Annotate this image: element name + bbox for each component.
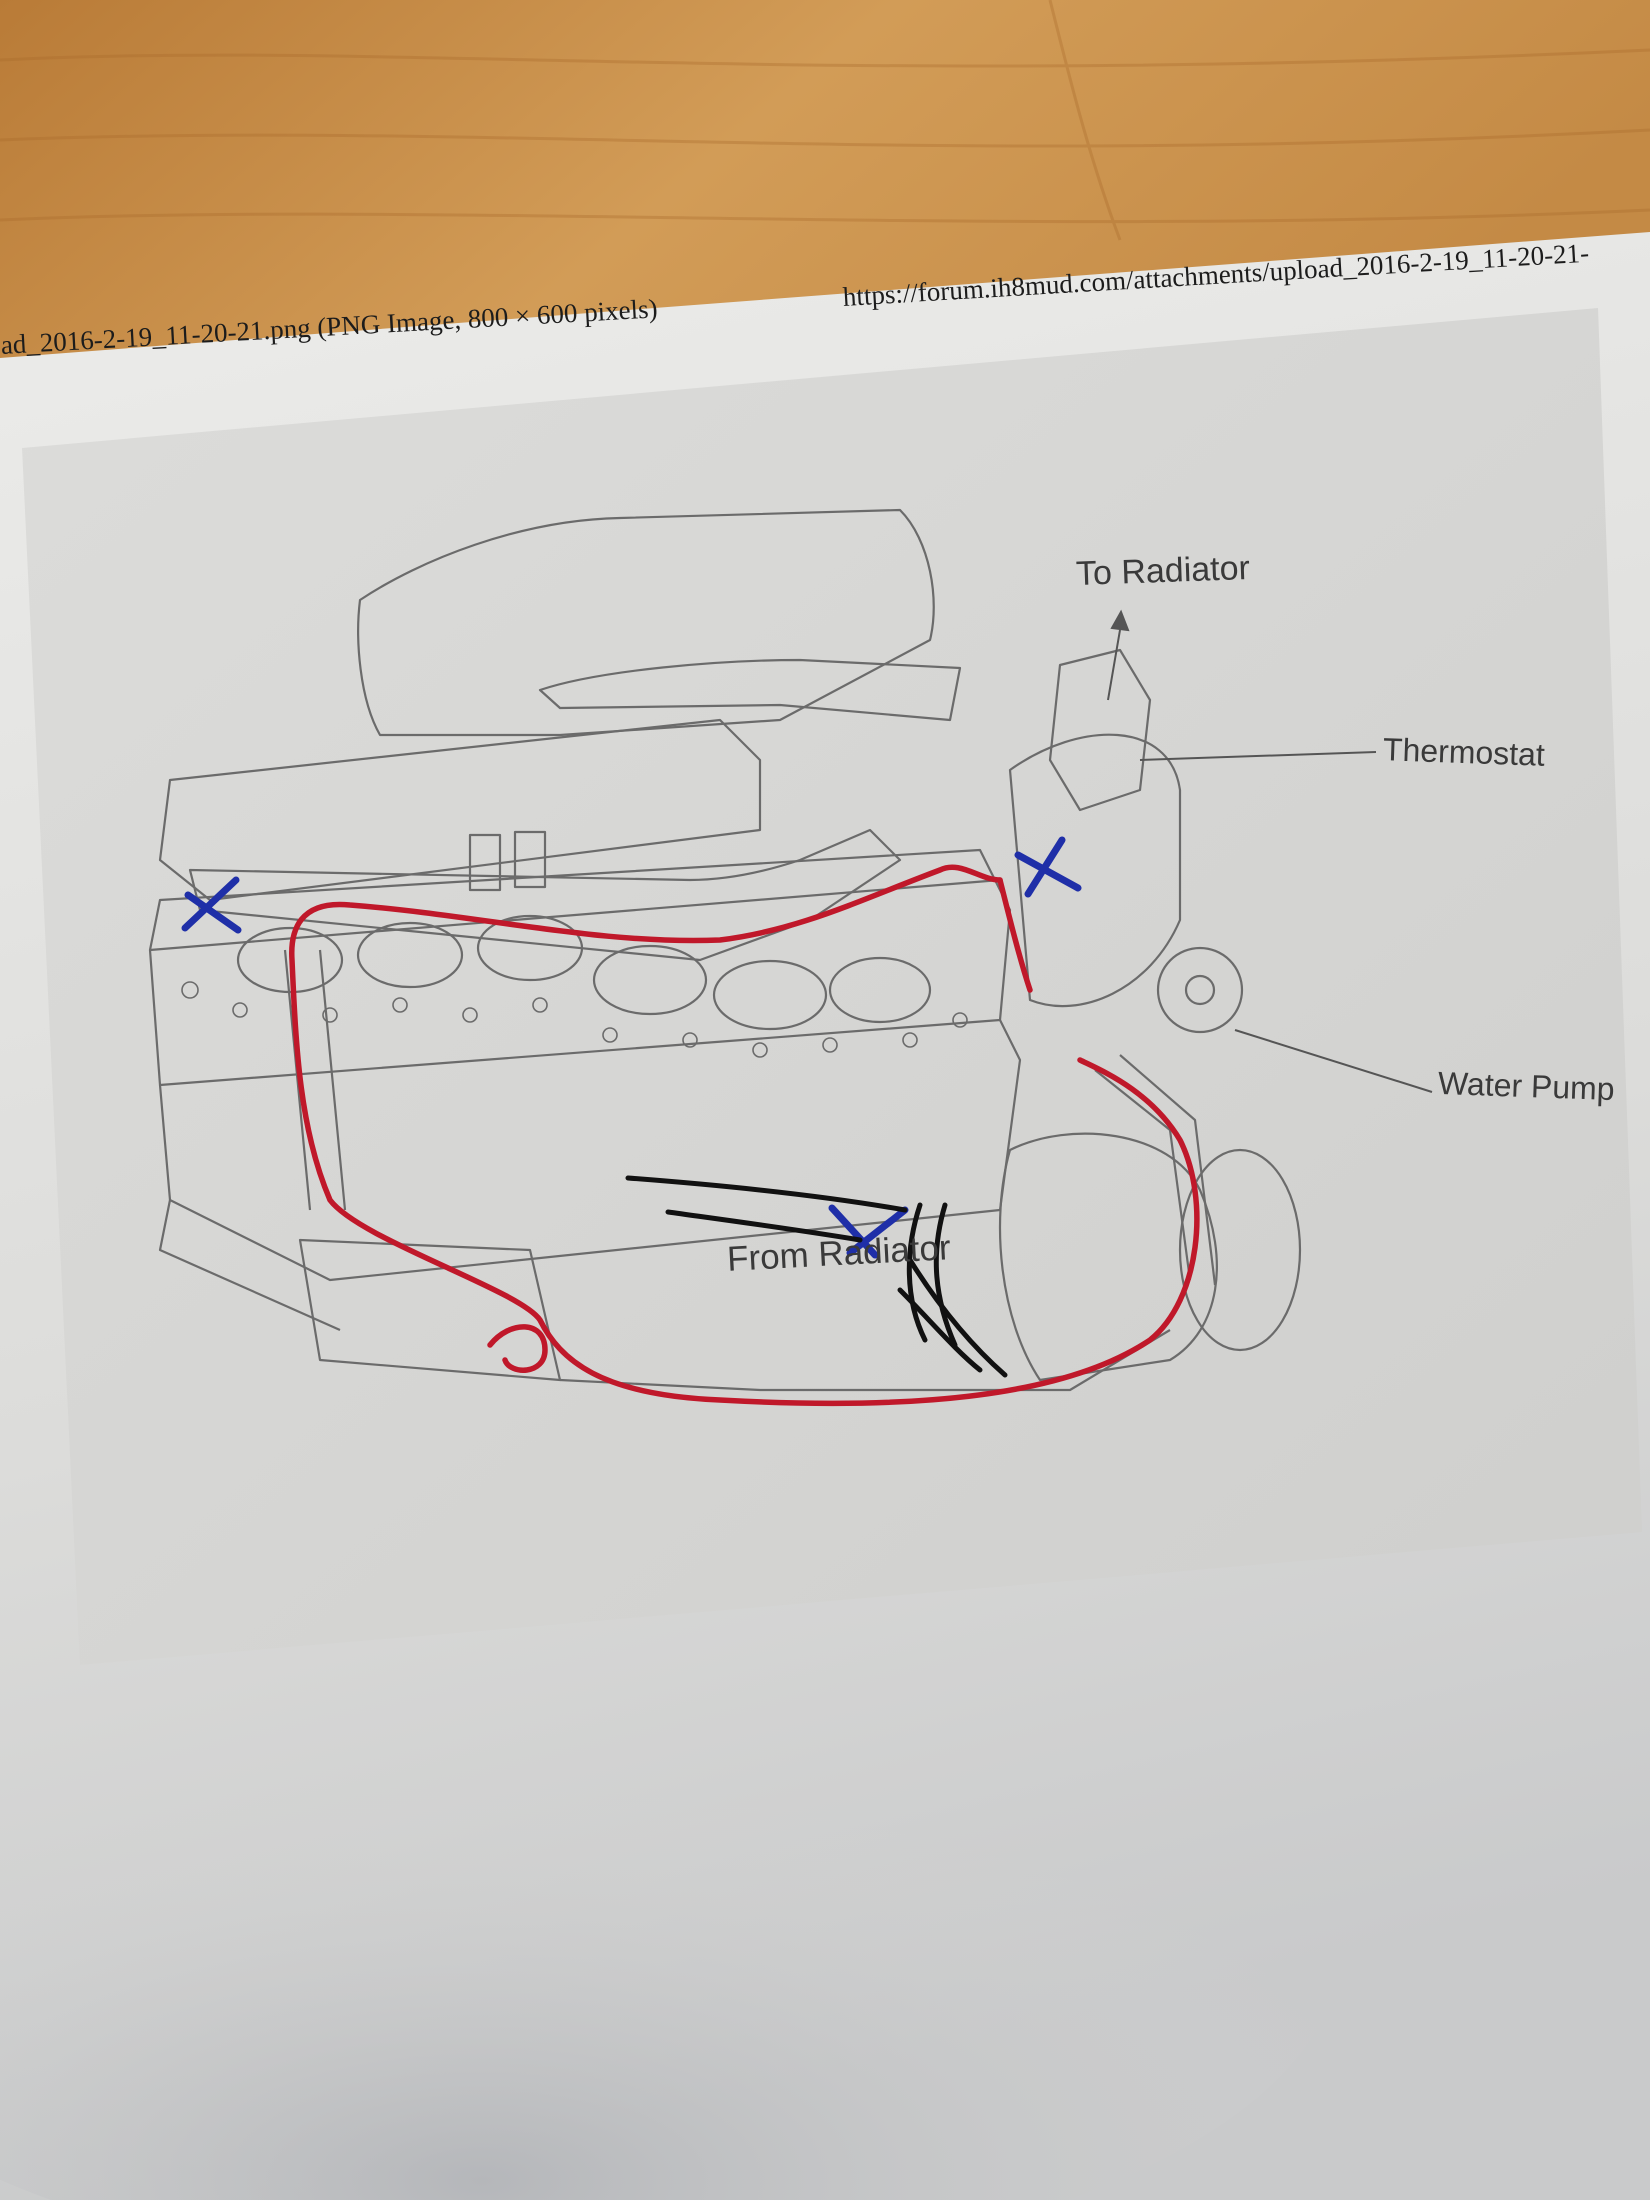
- callout-leaders: [1107, 609, 1433, 1093]
- rear-pipe: [188, 828, 902, 962]
- wood-grain: [0, 0, 1650, 241]
- thermostat-leader: [1139, 751, 1377, 761]
- cylinder-5: [712, 959, 828, 1031]
- bellhousing: [998, 1132, 1218, 1382]
- intake-cover: [357, 508, 935, 737]
- valve-cover: [158, 718, 762, 902]
- blue-x-left: [181, 876, 242, 934]
- blue-x-marks: [181, 836, 1082, 1259]
- red-loop-mark: [487, 1324, 548, 1373]
- red-route-loop: [289, 864, 1200, 1407]
- label-water-pump: Water Pump: [1437, 1064, 1616, 1108]
- red-marker-route: [289, 864, 1200, 1407]
- blue-x-from-radiator: [828, 1204, 909, 1259]
- label-to-radiator: To Radiator: [1075, 548, 1251, 594]
- cylinder-2: [356, 921, 464, 989]
- red-route-upper: [997, 877, 1033, 993]
- left-riser: [283, 949, 347, 1211]
- timing-cover: [1008, 733, 1182, 1008]
- to-radiator-arrow: [1107, 629, 1121, 701]
- engine-block: [158, 1019, 1022, 1282]
- diagram-area: [22, 308, 1642, 1665]
- thermostat-housing: [1048, 648, 1152, 812]
- water-pump-pulley: [1156, 946, 1244, 1034]
- black-marker-strokes: [625, 1175, 1008, 1378]
- label-thermostat: Thermostat: [1382, 731, 1546, 773]
- hand-shadow: [0, 1620, 1340, 2200]
- heater-tube-upper: [538, 658, 962, 722]
- blue-x-thermostat: [1014, 836, 1082, 898]
- cylinder-6: [828, 956, 932, 1024]
- water-pump-leader: [1234, 1029, 1433, 1093]
- cylinder-4: [592, 944, 708, 1016]
